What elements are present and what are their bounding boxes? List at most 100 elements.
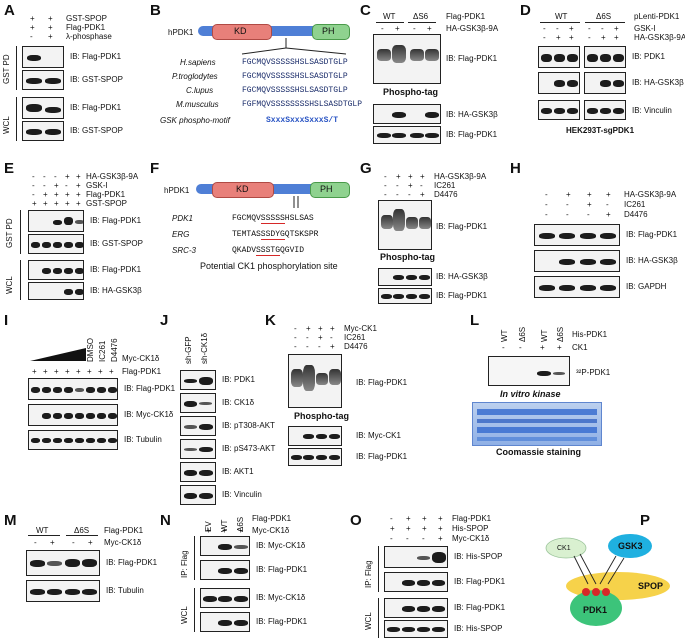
- sign: +: [587, 190, 592, 199]
- col-label: WT: [36, 526, 49, 535]
- side-label: WCL: [2, 116, 11, 134]
- ib-label: IB: Myc-CK1δ: [256, 541, 306, 550]
- side-label: IP: Flag: [180, 550, 189, 578]
- band: [199, 424, 213, 430]
- row-label: HA-GSK3β-9A: [446, 24, 499, 33]
- ib-label: IB: HA-GSK3β: [446, 110, 498, 119]
- row-label: His-PDK1: [572, 330, 608, 339]
- band: [392, 112, 406, 118]
- sign: +: [65, 199, 70, 208]
- row-label: Flag-PDK1: [446, 12, 486, 21]
- blot: [28, 430, 118, 450]
- band: [567, 108, 578, 114]
- side-label: GST PD: [5, 218, 14, 248]
- divider: [66, 535, 98, 536]
- row-label: Flag-PDK1: [452, 514, 492, 523]
- gradient-wedge: [30, 348, 86, 361]
- sign: -: [32, 190, 35, 199]
- divider: [28, 535, 60, 536]
- panel-label-j: J: [160, 312, 169, 329]
- autoradiograph: [488, 356, 570, 386]
- sign: -: [519, 343, 522, 352]
- blot: [22, 70, 64, 90]
- band: [75, 438, 84, 443]
- divider: [408, 22, 436, 23]
- band: [64, 217, 73, 225]
- band: [291, 455, 302, 460]
- band: [425, 133, 439, 138]
- panel-label-i: I: [4, 312, 9, 329]
- blot: [200, 560, 250, 580]
- sign: +: [65, 172, 70, 181]
- sign: +: [614, 33, 619, 42]
- band: [419, 217, 431, 229]
- ib-label: IB: Myc-CK1: [356, 431, 401, 440]
- band: [45, 129, 61, 135]
- sign: +: [43, 199, 48, 208]
- row-label: His-SPOP: [452, 524, 489, 533]
- band: [53, 220, 62, 225]
- gel-band: [477, 427, 597, 433]
- blot: [28, 404, 118, 426]
- sign: +: [422, 524, 427, 533]
- band: [30, 589, 45, 595]
- protein-name: hPDK1: [168, 28, 194, 37]
- sign: +: [569, 24, 574, 33]
- gsk3-shape: [608, 534, 652, 558]
- band: [47, 589, 62, 595]
- sign: -: [54, 172, 57, 181]
- kd-label: KD: [234, 26, 247, 36]
- ib-label: IB: HA-GSK3β: [90, 286, 142, 295]
- band: [30, 560, 45, 567]
- sign: -: [294, 342, 297, 351]
- band: [75, 220, 83, 224]
- sign: +: [330, 342, 335, 351]
- band: [26, 78, 42, 84]
- band: [75, 289, 83, 295]
- sign: +: [76, 172, 81, 181]
- band: [392, 133, 406, 138]
- band: [184, 448, 197, 451]
- sign: +: [87, 367, 92, 376]
- band: [234, 545, 248, 549]
- sign: +: [30, 23, 35, 32]
- band: [199, 447, 213, 452]
- sign: +: [614, 24, 619, 33]
- sign: +: [88, 538, 93, 547]
- sign: -: [545, 200, 548, 209]
- sign: -: [384, 172, 387, 181]
- band: [539, 233, 555, 239]
- band: [432, 580, 445, 586]
- treatment-label: IC261: [98, 340, 107, 362]
- band: [402, 580, 415, 586]
- side-label: IP: Flag: [364, 560, 373, 588]
- band: [53, 387, 62, 393]
- ib-label: IB: pS473-AKT: [222, 444, 276, 453]
- ib-label: IB: Myc-CK1δ: [256, 593, 306, 602]
- band: [218, 596, 232, 602]
- blot: [534, 250, 620, 272]
- motif-label: GSK phospho-motif: [160, 116, 230, 125]
- sign: +: [438, 524, 443, 533]
- band: [64, 289, 73, 295]
- row-label: Flag-PDK1: [122, 367, 162, 376]
- phospho-tag-label: Phospho-tag: [383, 87, 438, 97]
- sign: +: [390, 524, 395, 533]
- row-label: Flag-PDK1: [66, 23, 106, 32]
- protein-name: SRC-3: [172, 246, 197, 255]
- cell-line-label: HEK293T-sgPDK1: [566, 126, 635, 135]
- band: [417, 606, 430, 612]
- sign: +: [48, 14, 53, 23]
- sign: -: [601, 24, 604, 33]
- panel-label-l: L: [470, 312, 480, 329]
- sign: +: [48, 23, 53, 32]
- stain-label: Coomassie staining: [496, 447, 582, 457]
- band: [218, 568, 232, 574]
- panel-label-k: K: [265, 312, 276, 329]
- band: [86, 438, 95, 443]
- sequence: FGCMQVSSSSSHSLSASDTGLP: [242, 86, 348, 95]
- sign: +: [420, 190, 425, 199]
- band: [406, 217, 418, 229]
- band: [86, 413, 95, 419]
- radiolabel: ³²P-PDK1: [576, 368, 611, 377]
